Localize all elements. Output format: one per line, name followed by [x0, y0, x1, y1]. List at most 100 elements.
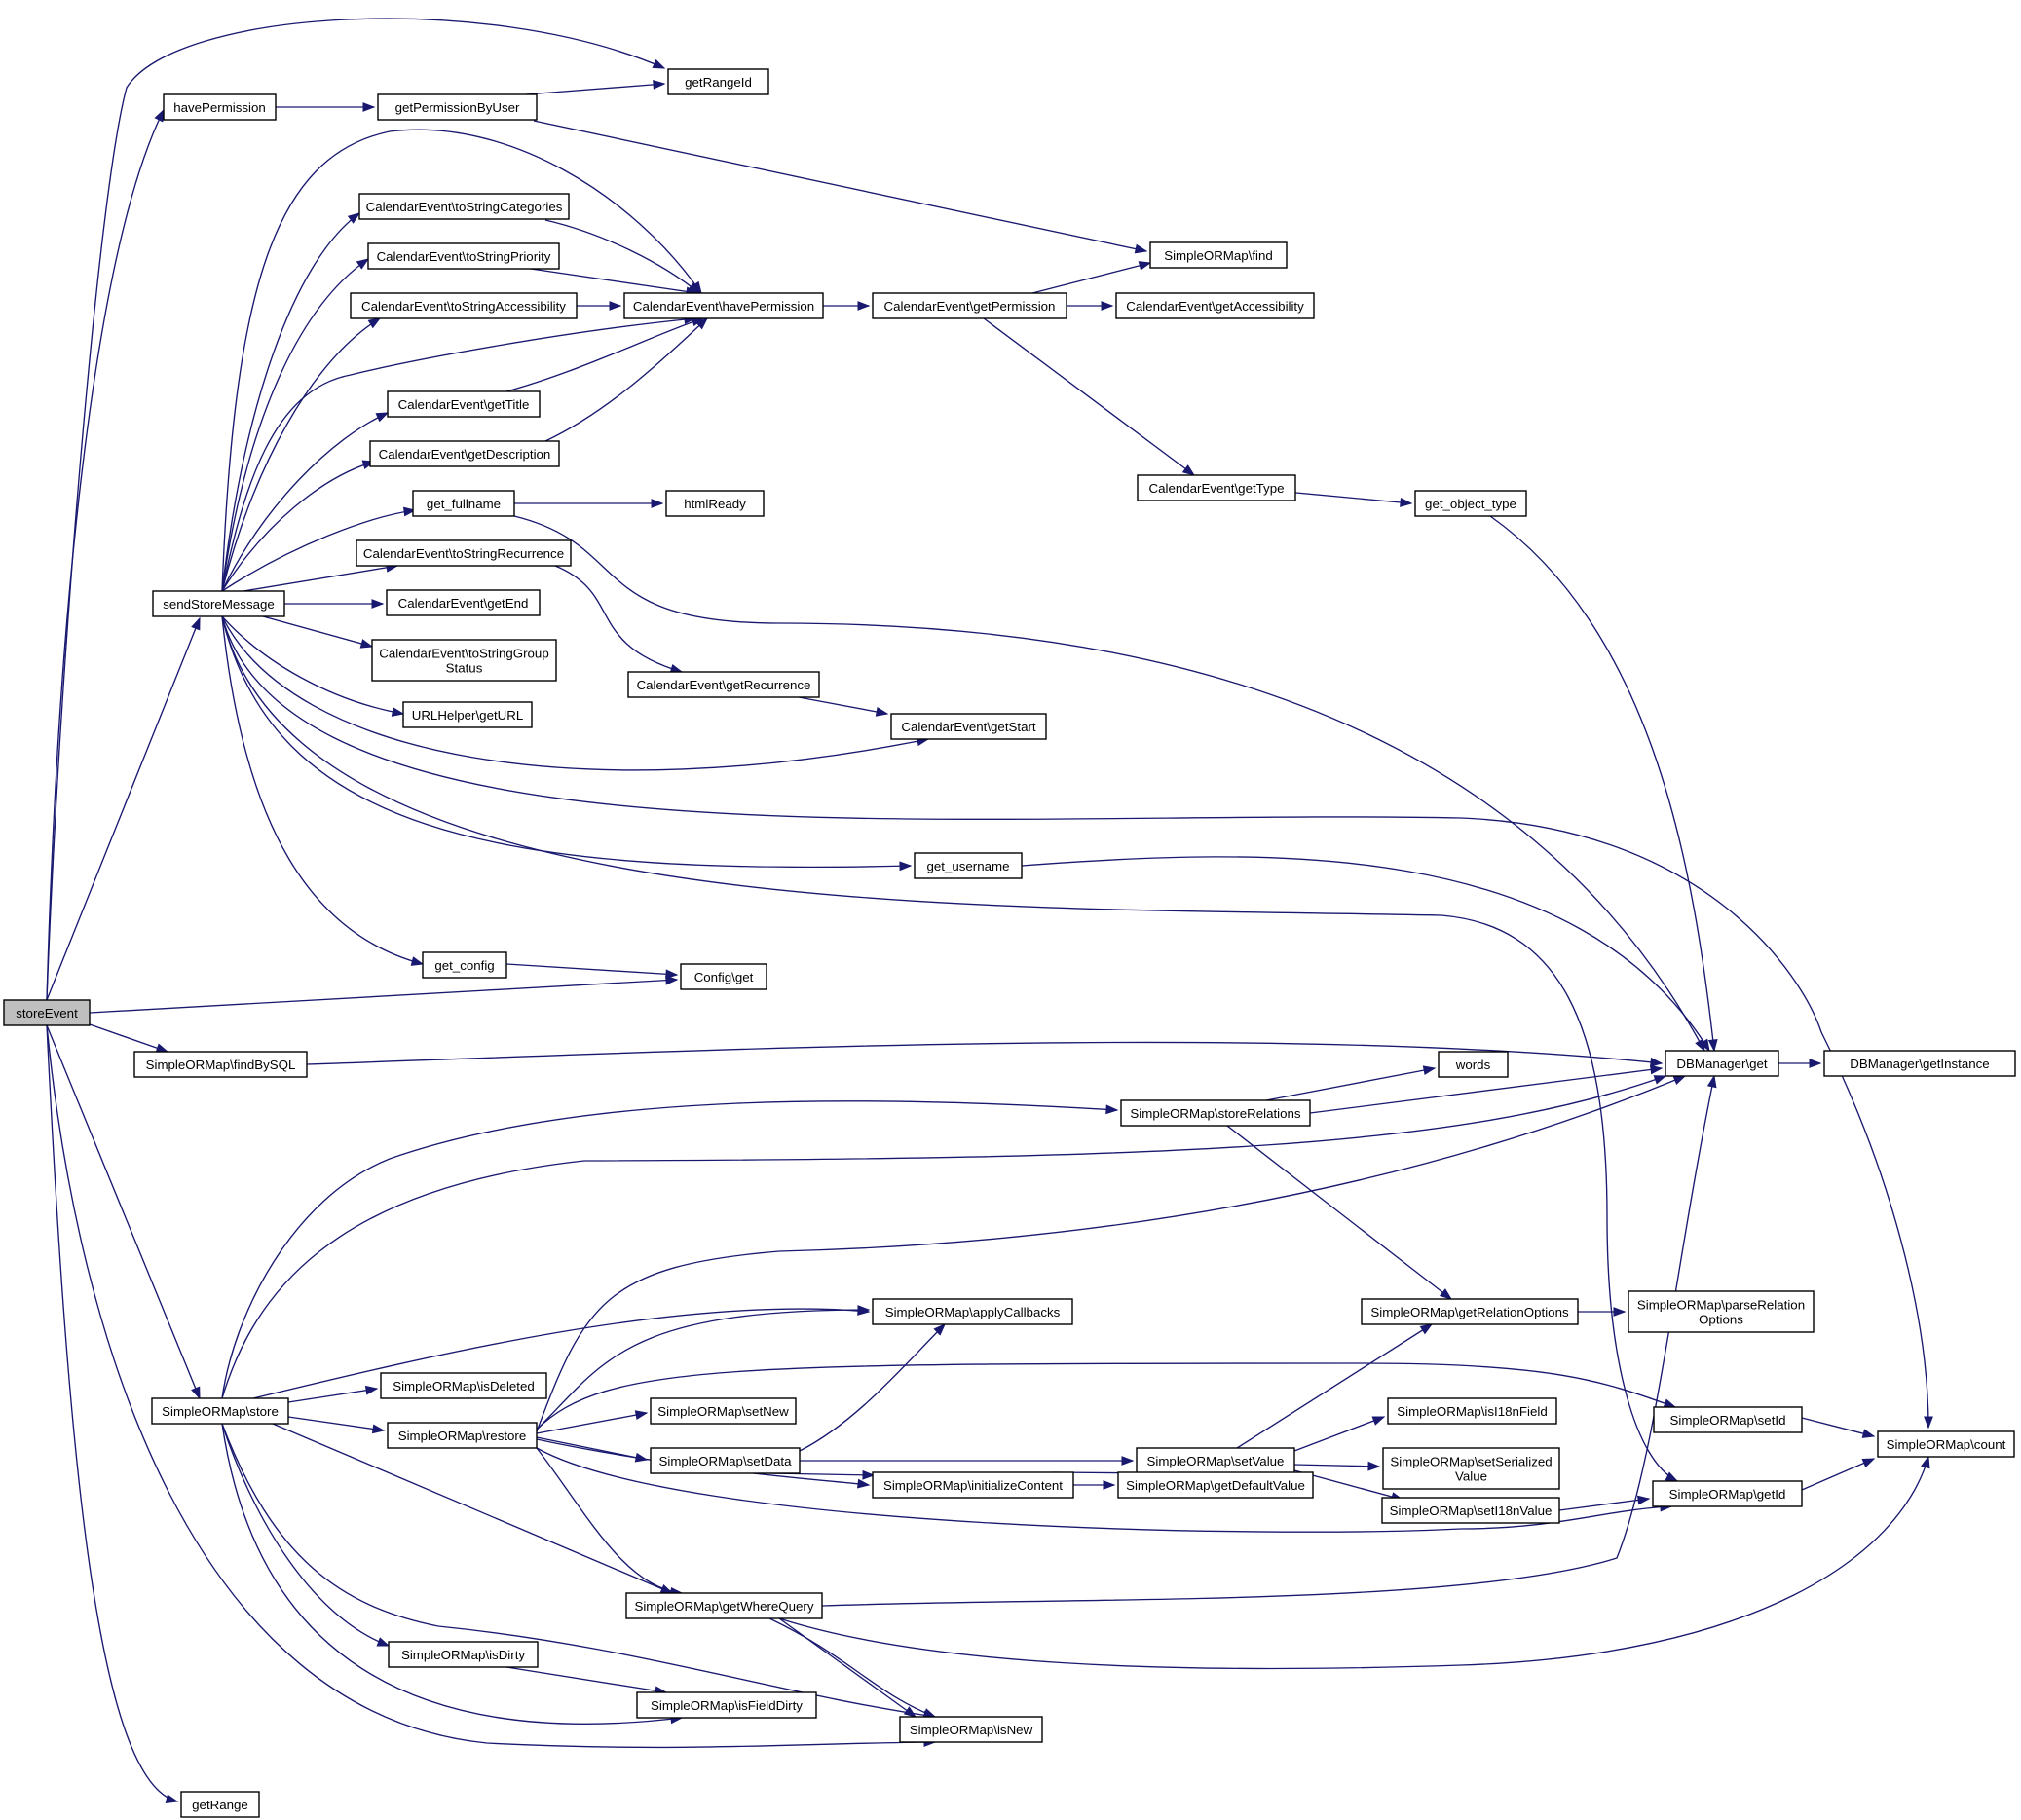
node-initializeContent[interactable]: SimpleORMap\initializeContent: [872, 1471, 1074, 1499]
node-setI18nValue[interactable]: SimpleORMap\setI18nValue: [1381, 1497, 1560, 1524]
node-label: Config\get: [694, 970, 754, 984]
node-label: DBManager\getInstance: [1850, 1057, 1989, 1071]
node-find[interactable]: SimpleORMap\find: [1149, 241, 1288, 269]
node-box: [1387, 1397, 1557, 1425]
node-toStringCategories[interactable]: CalendarEvent\toStringCategories: [358, 193, 570, 220]
node-isDirty[interactable]: SimpleORMap\isDirty: [388, 1641, 539, 1668]
node-isI18nField[interactable]: SimpleORMap\isI18nField: [1387, 1397, 1557, 1425]
node-storeEvent[interactable]: storeEvent: [3, 999, 91, 1026]
node-getEnd[interactable]: CalendarEvent\getEnd: [386, 589, 541, 616]
node-getTitle[interactable]: CalendarEvent\getTitle: [387, 390, 541, 418]
call-edge-getPermission-to-getType: [983, 317, 1196, 476]
call-edge-findBySQL-to-dbGet: [306, 1041, 1664, 1067]
node-restore[interactable]: SimpleORMap\restore: [387, 1422, 538, 1449]
node-box: [151, 1397, 289, 1425]
node-box: [1382, 1447, 1560, 1490]
node-getDescription[interactable]: CalendarEvent\getDescription: [369, 440, 560, 467]
node-sendStoreMessage[interactable]: sendStoreMessage: [152, 590, 285, 617]
node-configGet[interactable]: Config\get: [680, 963, 767, 990]
node-getType[interactable]: CalendarEvent\getType: [1137, 474, 1296, 501]
node-havePermission[interactable]: havePermission: [163, 93, 277, 121]
node-applyCallbacks[interactable]: SimpleORMap\applyCallbacks: [872, 1298, 1073, 1325]
node-getId[interactable]: SimpleORMap\getId: [1652, 1480, 1803, 1507]
node-dbGet[interactable]: DBManager\get: [1665, 1050, 1779, 1077]
node-label: getPermissionByUser: [395, 100, 520, 115]
node-isFieldDirty[interactable]: SimpleORMap\isFieldDirty: [636, 1691, 817, 1719]
call-edge-store-to-isFieldDirty: [221, 1423, 684, 1725]
node-toStringPriority[interactable]: CalendarEvent\toStringPriority: [367, 242, 560, 270]
node-label: SimpleORMap\setI18nValue: [1390, 1504, 1553, 1518]
node-toStringRecurrence[interactable]: CalendarEvent\toStringRecurrence: [356, 539, 572, 567]
call-edge-getPermissionByUser-to-find: [533, 120, 1148, 254]
node-box: [152, 590, 285, 617]
call-edge-setValue-to-setSerializedValue: [1293, 1461, 1381, 1471]
call-edge-store-to-applyCallbacks: [252, 1306, 871, 1399]
call-edge-sendStoreMessage-to-getTitle: [221, 412, 390, 592]
node-getRecurrence[interactable]: CalendarEvent\getRecurrence: [627, 671, 820, 698]
call-edge-toStringPriority-to-ceHavePermission: [530, 268, 699, 297]
node-box: [3, 999, 91, 1026]
node-setNew[interactable]: SimpleORMap\setNew: [650, 1397, 797, 1425]
call-edge-store-to-isDirty: [221, 1423, 391, 1647]
node-label: SimpleORMap\setId: [1670, 1413, 1786, 1428]
node-count[interactable]: SimpleORMap\count: [1877, 1430, 2015, 1458]
node-isNew[interactable]: SimpleORMap\isNew: [899, 1716, 1043, 1743]
call-edge-restore-to-dbGet: [536, 1075, 1687, 1432]
node-store[interactable]: SimpleORMap\store: [151, 1397, 289, 1425]
node-getWhereQuery[interactable]: SimpleORMap\getWhereQuery: [625, 1592, 823, 1619]
node-getDefaultValue[interactable]: SimpleORMap\getDefaultValue: [1117, 1471, 1314, 1499]
node-box: [627, 671, 820, 698]
node-getAccessibility[interactable]: CalendarEvent\getAccessibility: [1115, 292, 1315, 319]
node-setValue[interactable]: SimpleORMap\setValue: [1136, 1447, 1295, 1474]
node-getStart[interactable]: CalendarEvent\getStart: [890, 713, 1047, 740]
node-box: [387, 1422, 538, 1449]
node-dbGetInstance[interactable]: DBManager\getInstance: [1823, 1050, 2016, 1077]
node-box: [650, 1397, 797, 1425]
call-edge-storeEvent-to-store: [46, 1024, 201, 1400]
node-box: [680, 963, 767, 990]
node-label: SimpleORMap\isDirty: [401, 1648, 525, 1662]
node-box: [377, 93, 538, 121]
node-get_config[interactable]: get_config: [422, 951, 507, 979]
node-get_username[interactable]: get_username: [914, 852, 1023, 879]
node-label: get_username: [926, 859, 1009, 873]
node-box: [623, 292, 824, 319]
node-label: CalendarEvent\toStringAccessibility: [361, 299, 566, 314]
node-getPermission[interactable]: CalendarEvent\getPermission: [872, 292, 1067, 319]
call-edge-storeRelations-to-getRelationOptions: [1226, 1125, 1453, 1300]
node-getRelationOptions[interactable]: SimpleORMap\getRelationOptions: [1361, 1298, 1579, 1325]
node-findBySQL[interactable]: SimpleORMap\findBySQL: [133, 1051, 308, 1078]
call-edge-storeEvent-to-havePermission: [46, 108, 165, 1001]
node-label: SimpleORMap\count: [1887, 1437, 2006, 1452]
node-setData[interactable]: SimpleORMap\setData: [650, 1447, 801, 1474]
node-getRangeId[interactable]: getRangeId: [667, 68, 769, 95]
node-toStringAccessibility[interactable]: CalendarEvent\toStringAccessibility: [350, 292, 578, 319]
node-isDeleted[interactable]: SimpleORMap\isDeleted: [380, 1372, 547, 1399]
node-box: [1136, 1447, 1295, 1474]
node-box: [1823, 1050, 2016, 1077]
node-getRange[interactable]: getRange: [180, 1791, 260, 1818]
call-edge-storeRelations-to-words: [1265, 1065, 1437, 1101]
node-box: [388, 1641, 539, 1668]
node-words[interactable]: words: [1438, 1051, 1509, 1078]
node-htmlReady[interactable]: htmlReady: [665, 490, 765, 517]
node-box: [1653, 1406, 1803, 1433]
node-getPermissionByUser[interactable]: getPermissionByUser: [377, 93, 538, 121]
node-box: [180, 1791, 260, 1818]
node-get_fullname[interactable]: get_fullname: [412, 490, 515, 517]
node-label: havePermission: [173, 100, 266, 115]
node-storeRelations[interactable]: SimpleORMap\storeRelations: [1120, 1099, 1311, 1127]
node-ceHavePermission[interactable]: CalendarEvent\havePermission: [623, 292, 824, 319]
node-label: SimpleORMap\getWhereQuery: [634, 1599, 813, 1614]
call-edge-getType-to-get_object_type: [1285, 491, 1413, 507]
node-box: [899, 1716, 1043, 1743]
node-box: [650, 1447, 801, 1474]
node-setId[interactable]: SimpleORMap\setId: [1653, 1406, 1803, 1433]
node-get_object_type[interactable]: get_object_type: [1414, 490, 1527, 517]
node-label: CalendarEvent\getDescription: [379, 447, 551, 462]
node-getURL[interactable]: URLHelper\getURL: [402, 701, 533, 728]
